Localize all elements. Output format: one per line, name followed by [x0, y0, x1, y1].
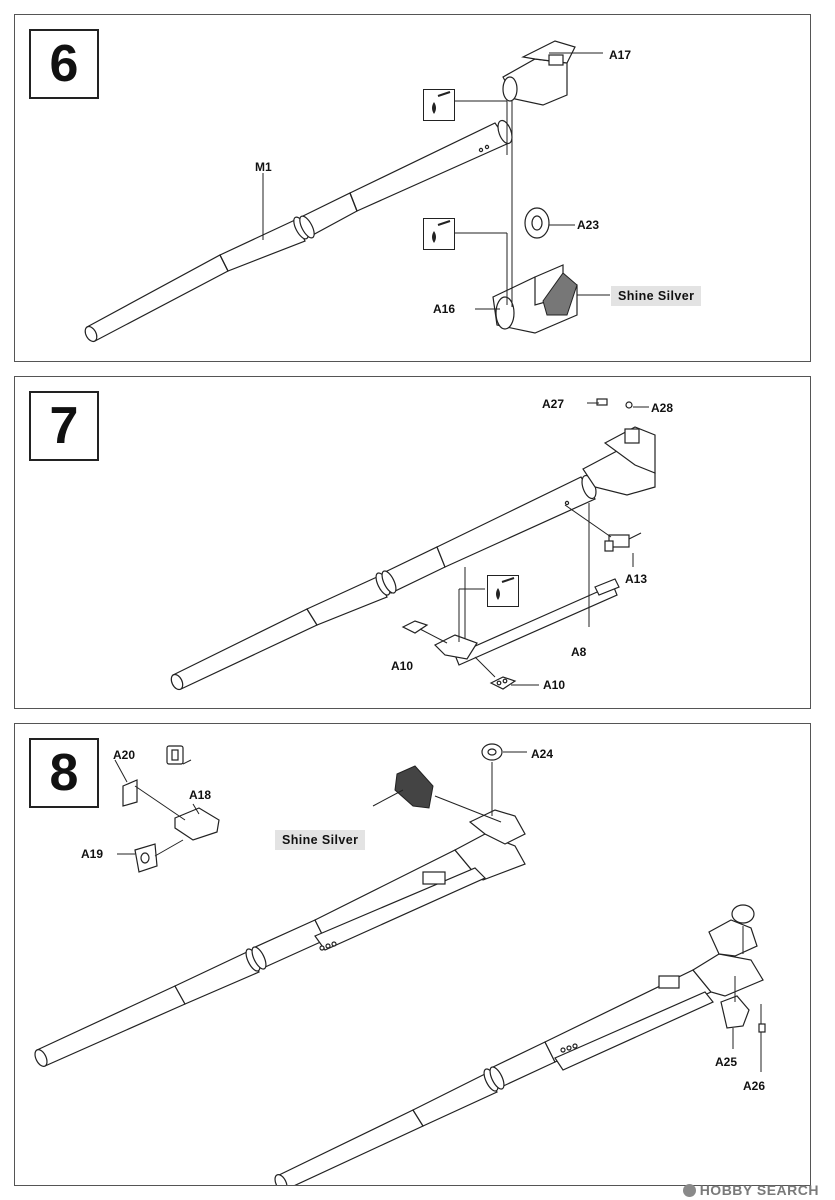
part-label-a16: A16 [433, 302, 456, 316]
step-7-drawing [170, 398, 656, 691]
part-label-a28: A28 [651, 401, 674, 415]
part-label-a20: A20 [113, 748, 136, 762]
part-label-a27: A27 [542, 397, 565, 411]
hobby-search-logo-icon [682, 1183, 696, 1197]
part-label-a23: A23 [577, 218, 600, 232]
glue-icon [487, 575, 519, 607]
paint-callout-shine-silver: Shine Silver [611, 286, 702, 306]
step-7-panel: 7 [14, 376, 811, 709]
part-label-a10-left: A10 [391, 659, 414, 673]
step-number: 8 [29, 738, 99, 808]
part-label-a10-right: A10 [543, 678, 566, 692]
part-label-a26: A26 [743, 1079, 766, 1093]
part-label-a8: A8 [571, 645, 587, 659]
part-label-a24: A24 [531, 747, 554, 761]
step-number: 6 [29, 29, 99, 99]
step-8-panel: 8 [14, 723, 811, 1186]
watermark-text: HOBBY SEARCH [699, 1182, 819, 1198]
step-6-panel: 6 [14, 14, 811, 362]
step-8-drawing [34, 743, 766, 1185]
part-label-a19: A19 [81, 847, 104, 861]
step-number: 7 [29, 391, 99, 461]
part-label-a25: A25 [715, 1055, 738, 1069]
part-label-a13: A13 [625, 572, 648, 586]
step-6-drawing [84, 40, 610, 343]
part-label-m1: M1 [255, 160, 272, 174]
glue-icon [423, 89, 455, 121]
paint-callout-shine-silver: Shine Silver [275, 830, 366, 850]
watermark: HOBBY SEARCH [682, 1182, 819, 1198]
glue-icon [423, 218, 455, 250]
part-label-a17: A17 [609, 48, 632, 62]
part-label-a18: A18 [189, 788, 212, 802]
